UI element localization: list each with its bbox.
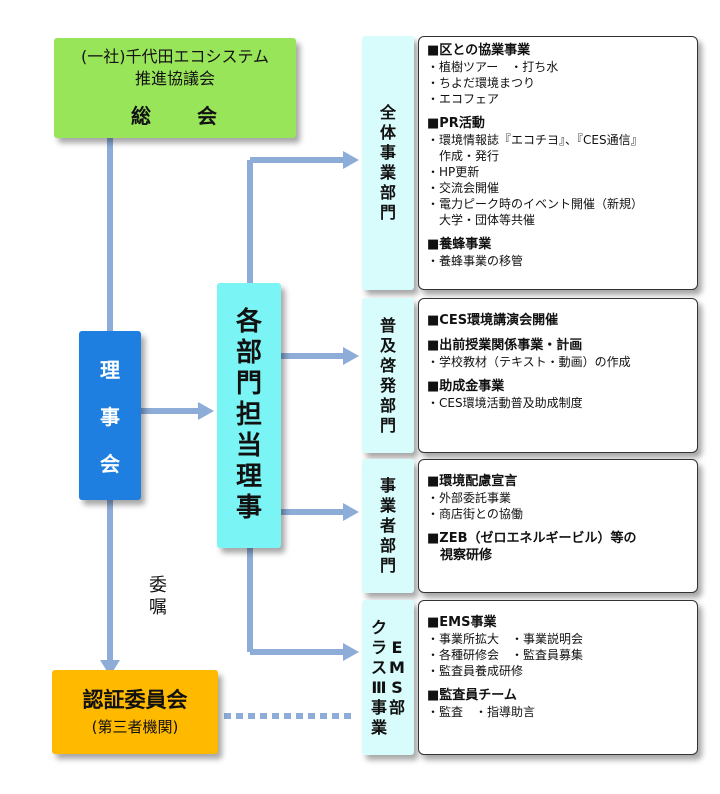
dept-business-box: 事 業 者 部 門 xyxy=(362,459,414,593)
content-heading: ■環境配慮宣言 xyxy=(427,474,518,489)
content-item: 視察研修 xyxy=(427,548,493,563)
content-heading: ■監査員チーム xyxy=(427,688,517,703)
arrowhead-cert xyxy=(100,660,120,676)
content-heading: ■EMS事業 xyxy=(427,615,497,630)
arrowhead-dept2 xyxy=(343,347,359,365)
content-heading: ■ZEB（ゼロエネルギービル）等の xyxy=(427,531,637,546)
content-item: ・環境情報誌『エコチヨ』、『CES通信』 xyxy=(427,133,643,147)
dept-char: 啓 xyxy=(379,355,396,375)
content-heading: ■CES環境講演会開催 xyxy=(427,313,559,328)
certification-committee-box: 認証委員会 (第三者機関) xyxy=(52,670,218,754)
dept-char: 事 xyxy=(379,476,396,495)
content-item: ・養蜂事業の移管 xyxy=(427,254,524,268)
arrowhead-dept1 xyxy=(343,151,359,169)
consign-char: 嘱 xyxy=(149,597,167,618)
content-item: ・エコフェア xyxy=(427,92,500,106)
content-box-business: ■環境配慮宣言 ・外部委託事業 ・商店街との協働 ■ZEB（ゼロエネルギービル）… xyxy=(418,459,698,593)
content-item: ・事業所拡大 ・事業説明会 xyxy=(427,632,584,646)
content-item: ・学校教材（テキスト・動画）の作成 xyxy=(427,355,631,369)
content-item: 大学・団体等共催 xyxy=(427,213,536,227)
board-box: 理 事 会 xyxy=(79,331,141,500)
consign-label: 委 嘱 xyxy=(148,575,168,619)
dept-char: ス xyxy=(370,657,387,677)
content-item: ・HP更新 xyxy=(427,165,480,179)
board-char: 事 xyxy=(100,405,120,429)
director-char: 当 xyxy=(235,431,262,461)
content-item: ・植樹ツアー ・打ち水 xyxy=(427,60,559,74)
content-heading: ■養蜂事業 xyxy=(427,237,492,252)
dept-char: Ⅲ xyxy=(371,677,387,697)
director-char: 理 xyxy=(235,462,262,492)
dept-char: 部 xyxy=(379,536,396,555)
content-item: ・各種研修会 ・監査員募集 xyxy=(427,648,584,662)
dept-char: ラ xyxy=(370,637,387,657)
board-char: 会 xyxy=(100,452,120,476)
dept-char: 部 xyxy=(389,697,406,717)
certification-subtitle: (第三者機関) xyxy=(91,718,179,736)
arrowhead-dept4 xyxy=(343,643,359,661)
director-char: 各 xyxy=(235,307,262,337)
content-item: ・交流会開催 xyxy=(427,181,500,195)
general-assembly-org-2: 推進協議会 xyxy=(134,69,215,88)
dept-ems-right-column: E M S 部 xyxy=(389,638,405,718)
dept-char: 事 xyxy=(379,143,396,162)
dept-char: 業 xyxy=(379,163,396,182)
director-char: 門 xyxy=(235,369,262,399)
dept-char: 及 xyxy=(379,335,396,355)
consign-char: 委 xyxy=(149,575,167,596)
dept-char: M xyxy=(389,657,405,677)
content-item: 作成・発行 xyxy=(427,149,500,163)
dept-char: E xyxy=(391,637,403,657)
content-item: ・監査 ・指導助言 xyxy=(427,705,536,719)
content-item: ・CES環境活動普及助成制度 xyxy=(427,396,583,410)
content-box-outreach: ■CES環境講演会開催 ■出前授業関係事業・計画 ・学校教材（テキスト・動画）の… xyxy=(418,298,698,453)
dept-char: 全 xyxy=(379,103,396,122)
dept-char: 部 xyxy=(379,395,396,415)
department-director-box: 各 部 門 担 当 理 事 xyxy=(217,283,281,548)
content-item: ・監査員養成研修 xyxy=(427,664,524,678)
content-item: ・商店街との協働 xyxy=(427,507,523,521)
dept-char: 普 xyxy=(379,315,396,335)
general-assembly-title: 総 会 xyxy=(131,104,219,128)
certification-title: 認証委員会 xyxy=(82,688,188,712)
dept-char: 門 xyxy=(379,415,396,435)
director-char: 事 xyxy=(235,493,262,523)
content-heading: ■区との協業事業 xyxy=(427,43,531,58)
content-heading: ■PR活動 xyxy=(427,116,485,131)
director-char: 担 xyxy=(235,400,262,430)
dept-char: 者 xyxy=(379,516,396,535)
dept-char: 業 xyxy=(370,717,387,737)
content-box-ems: ■EMS事業 ・事業所拡大 ・事業説明会 ・各種研修会 ・監査員募集 ・監査員養… xyxy=(418,600,698,755)
dept-char: 門 xyxy=(379,556,396,575)
arrowhead-dept3 xyxy=(343,503,359,521)
general-assembly-box: (一社)千代田エコシステム 推進協議会 総 会 xyxy=(54,38,296,138)
content-heading: ■助成金事業 xyxy=(427,379,505,394)
arrowhead-director xyxy=(198,402,214,420)
dept-char: 門 xyxy=(379,203,396,222)
content-item: ・電力ピーク時のイベント開催（新規） xyxy=(427,197,644,211)
dept-ems-left-column: ク ラ ス Ⅲ 事 業 xyxy=(371,618,387,738)
board-char: 理 xyxy=(100,358,120,382)
content-item: ・外部委託事業 xyxy=(427,491,512,505)
dept-overall-box: 全 体 事 業 部 門 xyxy=(362,36,414,290)
content-box-overall: ■区との協業事業 ・植樹ツアー ・打ち水 ・ちよだ環境まつり ・エコフェア ■P… xyxy=(418,36,698,290)
dept-char: 発 xyxy=(379,375,396,395)
dept-char: 体 xyxy=(379,123,396,142)
content-item: ・ちよだ環境まつり xyxy=(427,76,536,90)
content-heading: ■出前授業関係事業・計画 xyxy=(427,338,583,353)
dept-char: 業 xyxy=(379,496,396,515)
director-char: 部 xyxy=(235,338,262,368)
dept-char: 事 xyxy=(370,697,387,717)
dept-char: 部 xyxy=(379,183,396,202)
dept-char: ク xyxy=(370,617,387,637)
dept-ems-box: ク ラ ス Ⅲ 事 業 E M S 部 xyxy=(362,600,414,755)
dept-outreach-box: 普 及 啓 発 部 門 xyxy=(362,298,414,453)
dept-char: S xyxy=(391,677,403,697)
general-assembly-org: (一社)千代田エコシステム xyxy=(80,47,269,66)
